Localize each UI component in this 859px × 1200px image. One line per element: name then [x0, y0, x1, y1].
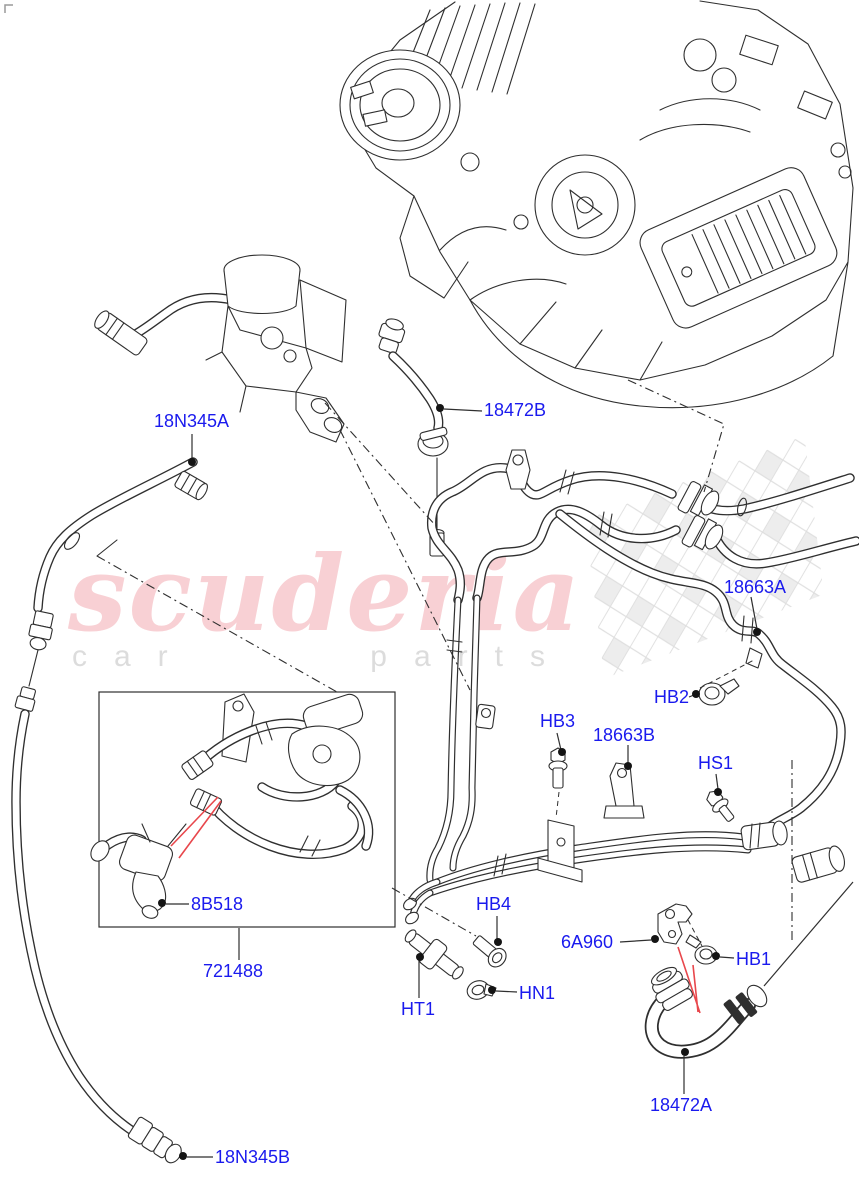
bracket-6a960-drawing	[657, 903, 693, 945]
lower-pipe-assembly-drawing	[403, 762, 846, 925]
callout-721488[interactable]: 721488	[203, 961, 264, 981]
bolt-hb4-drawing	[472, 935, 507, 968]
callout-18N345A[interactable]: 18N345A	[154, 411, 230, 431]
callout-HB1[interactable]: HB1	[736, 949, 772, 969]
callout-18472B[interactable]: 18472B	[484, 400, 547, 420]
descending-pipes-drawing	[426, 594, 496, 884]
callout-HB2[interactable]: HB2	[654, 687, 690, 707]
callout-18663B[interactable]: 18663B	[593, 725, 656, 745]
callout-6A960[interactable]: 6A960	[561, 932, 614, 952]
highlight-lines-8b518	[170, 796, 222, 859]
hvac-unit-drawing	[339, 0, 854, 409]
callout-18472A[interactable]: 18472A	[650, 1095, 713, 1115]
pump-8b518-drawing	[90, 823, 187, 919]
hose-cluster-drawing	[426, 449, 859, 605]
watermark-tagline-left: car	[72, 640, 195, 673]
callout-leaders	[158, 404, 761, 1160]
boxed-assembly-721488	[90, 691, 396, 928]
aux-pump-drawing	[94, 254, 347, 443]
watermark-checkered-flag	[585, 435, 824, 679]
callout-HS1[interactable]: HS1	[698, 753, 734, 773]
watermark-tagline: car parts	[72, 640, 572, 674]
fitting-ht1-drawing	[404, 929, 464, 980]
bolt-hs1-drawing	[706, 790, 735, 822]
callout-HN1[interactable]: HN1	[519, 983, 556, 1003]
highlight-lines-18472a	[677, 946, 701, 1014]
callout-HB4[interactable]: HB4	[476, 894, 512, 914]
callout-18N345B[interactable]: 18N345B	[215, 1147, 291, 1167]
bolt-hb2-drawing	[698, 678, 740, 706]
hose-18n345-drawing	[11, 457, 208, 1164]
callout-8B518[interactable]: 8B518	[191, 894, 244, 914]
hose-18663a-drawing	[555, 509, 846, 843]
bolt-hb1-drawing	[685, 934, 718, 965]
corner-crop-mark	[4, 4, 13, 13]
callout-HT1[interactable]: HT1	[401, 999, 436, 1019]
callout-HB3[interactable]: HB3	[540, 711, 576, 731]
callout-18663A[interactable]: 18663A	[724, 577, 787, 597]
reference-lines	[96, 379, 854, 987]
